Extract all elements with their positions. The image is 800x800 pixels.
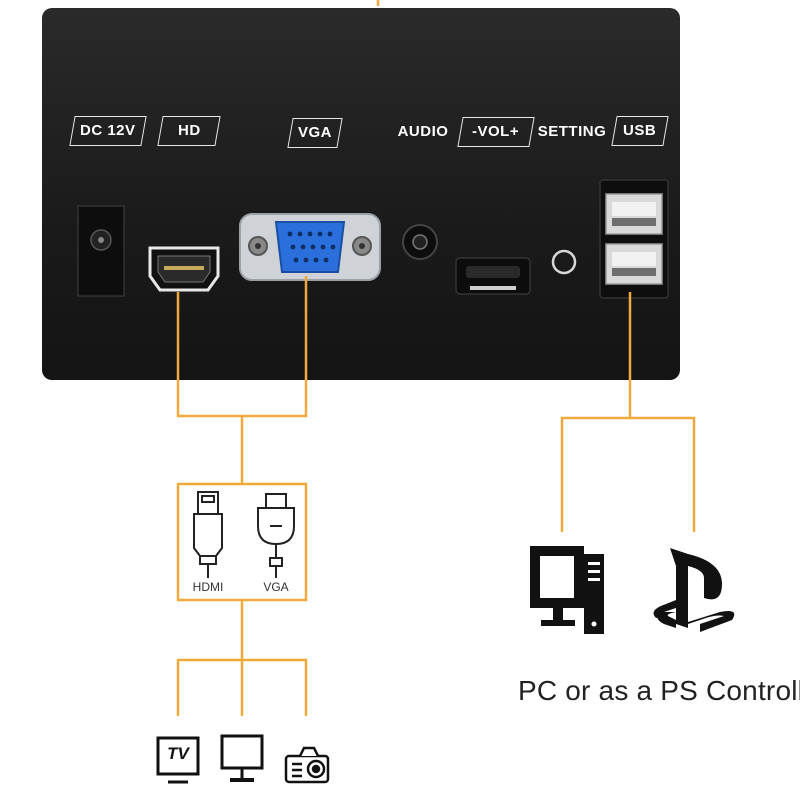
setting-button-icon xyxy=(551,249,577,275)
usb-port-icon xyxy=(599,179,669,299)
label-setting: SETTING xyxy=(537,123,607,140)
controller-caption: PC or as a PS Controller xyxy=(518,675,800,706)
tv-icon-text: TV xyxy=(167,744,189,763)
vga-port-icon xyxy=(239,213,381,281)
tv-icon xyxy=(156,736,200,784)
vga-cable-label: VGA xyxy=(263,580,289,594)
device-back-panel xyxy=(42,8,680,380)
hdmi-cable-label: HDMI xyxy=(192,580,224,594)
audio-jack-icon xyxy=(402,224,438,260)
label-audio: AUDIO xyxy=(397,123,449,140)
monitor-icon xyxy=(220,734,264,782)
vga-cable-icon xyxy=(257,493,295,578)
dc-jack-icon xyxy=(77,205,125,297)
pc-tower-icon xyxy=(530,546,604,634)
projector-icon xyxy=(284,746,330,784)
connection-wires xyxy=(176,0,696,716)
hdmi-port-icon xyxy=(148,246,220,292)
volume-rocker-icon xyxy=(455,257,531,295)
playstation-logo-icon xyxy=(653,548,735,632)
hdmi-cable-icon xyxy=(193,491,223,578)
